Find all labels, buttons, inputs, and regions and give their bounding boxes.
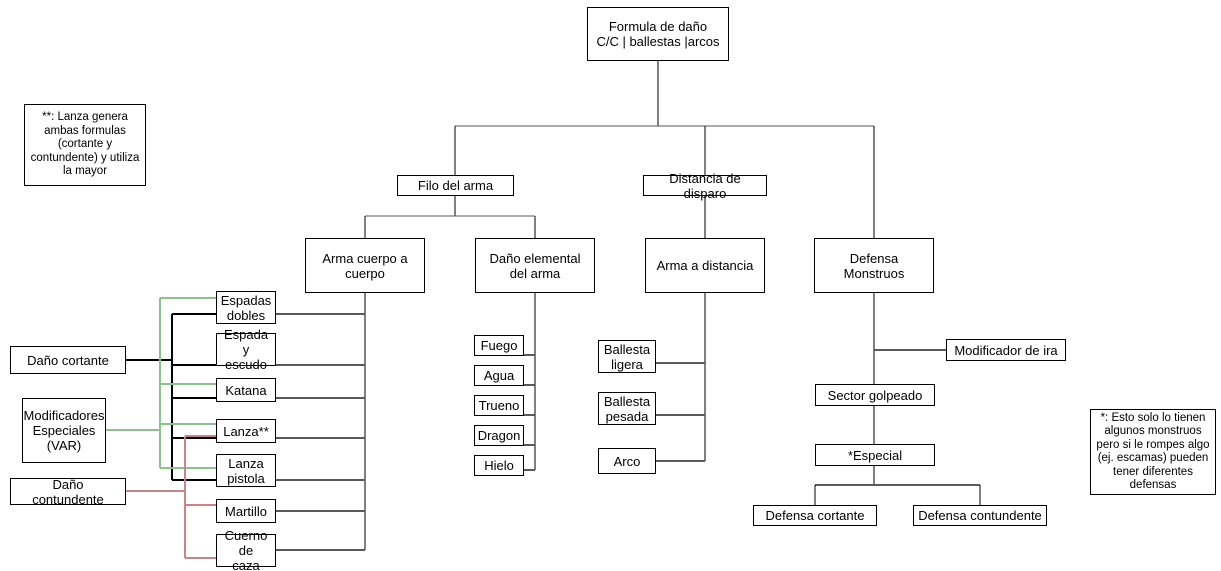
node-lanza[interactable]: Lanza** <box>216 419 276 443</box>
node-lanza-pistola[interactable]: Lanza pistola <box>216 454 276 487</box>
note-label: **: Lanza genera ambas formulas (cortant… <box>30 111 140 178</box>
node-dragon[interactable]: Dragon <box>474 425 524 446</box>
node-defensa-cortante[interactable]: Defensa cortante <box>753 505 877 526</box>
node-label: Lanza** <box>223 423 269 439</box>
node-ballesta-ligera[interactable]: Ballesta ligera <box>598 340 656 373</box>
node-label: Defensa cortante <box>765 508 865 523</box>
node-arco[interactable]: Arco <box>598 448 656 474</box>
node-sector-golpeado[interactable]: Sector golpeado <box>815 384 935 406</box>
node-martillo[interactable]: Martillo <box>216 499 276 523</box>
note-lanza: **: Lanza genera ambas formulas (cortant… <box>24 104 146 186</box>
node-label: Martillo <box>225 503 267 519</box>
note-label: *: Esto solo lo tienen algunos monstruos… <box>1096 411 1210 492</box>
node-label: Ballesta ligera <box>603 341 651 372</box>
node-formula-de-dano[interactable]: Formula de daño C/C | ballestas |arcos <box>587 7 729 61</box>
node-label: Defensa contundente <box>918 508 1042 523</box>
node-label: Filo del arma <box>417 178 494 193</box>
node-dano-contundente[interactable]: Daño contundente <box>10 476 126 507</box>
node-label: Espadas dobles <box>220 292 272 323</box>
note-especial: *: Esto solo lo tienen algunos monstruos… <box>1090 409 1216 495</box>
node-agua[interactable]: Agua <box>474 365 524 386</box>
node-label: Cuerno de caza <box>224 528 268 571</box>
node-label: Arma cuerpo a cuerpo <box>322 250 408 281</box>
node-label: Formula de daño C/C | ballestas |arcos <box>596 19 720 49</box>
node-label: Ballesta pesada <box>603 393 651 424</box>
node-dano-elemental-del-arma[interactable]: Daño elemental del arma <box>475 238 595 293</box>
node-label: Katana <box>225 382 267 398</box>
node-dano-cortante[interactable]: Daño cortante <box>10 346 126 374</box>
node-label: Arma a distancia <box>656 258 754 273</box>
node-label: Daño cortante <box>27 352 109 368</box>
node-label: Daño contundente <box>32 476 104 507</box>
node-label: Daño elemental del arma <box>489 250 581 281</box>
node-label: Arco <box>613 453 641 469</box>
node-cuerno-de-caza[interactable]: Cuerno de caza <box>216 528 276 571</box>
node-espadas-dobles[interactable]: Espadas dobles <box>216 291 276 324</box>
node-label: Defensa Monstruos <box>843 250 905 281</box>
node-modificadores-especiales[interactable]: Modificadores Especiales (VAR) <box>22 398 106 463</box>
node-fuego[interactable]: Fuego <box>474 335 524 356</box>
node-distancia-de-disparo[interactable]: Distancia de disparo <box>643 171 767 201</box>
node-label: Fuego <box>480 338 518 353</box>
node-modificador-de-ira[interactable]: Modificador de ira <box>946 339 1066 361</box>
node-label: Lanza pistola <box>227 455 265 486</box>
node-label: Hielo <box>484 458 514 473</box>
node-katana[interactable]: Katana <box>216 378 276 402</box>
node-espada-y-escudo[interactable]: Espada y escudo <box>216 327 276 372</box>
node-label: Trueno <box>478 398 520 413</box>
node-label: Modificadores Especiales (VAR) <box>23 408 105 453</box>
node-arma-cuerpo-a-cuerpo[interactable]: Arma cuerpo a cuerpo <box>305 238 425 293</box>
node-trueno[interactable]: Trueno <box>474 395 524 416</box>
node-label: *Especial <box>847 447 903 463</box>
node-defensa-contundente[interactable]: Defensa contundente <box>913 505 1047 526</box>
node-ballesta-pesada[interactable]: Ballesta pesada <box>598 392 656 425</box>
node-filo-del-arma[interactable]: Filo del arma <box>397 175 514 196</box>
node-label: Sector golpeado <box>827 387 923 403</box>
node-label: Modificador de ira <box>954 342 1058 358</box>
node-arma-a-distancia[interactable]: Arma a distancia <box>645 238 765 293</box>
node-label: Dragon <box>477 428 521 443</box>
node-label: Agua <box>483 368 515 383</box>
node-label: Espada y escudo <box>223 327 269 372</box>
node-defensa-monstruos[interactable]: Defensa Monstruos <box>814 238 934 293</box>
node-especial[interactable]: *Especial <box>815 444 935 466</box>
node-label: Distancia de disparo <box>669 170 741 201</box>
node-hielo[interactable]: Hielo <box>474 455 524 476</box>
